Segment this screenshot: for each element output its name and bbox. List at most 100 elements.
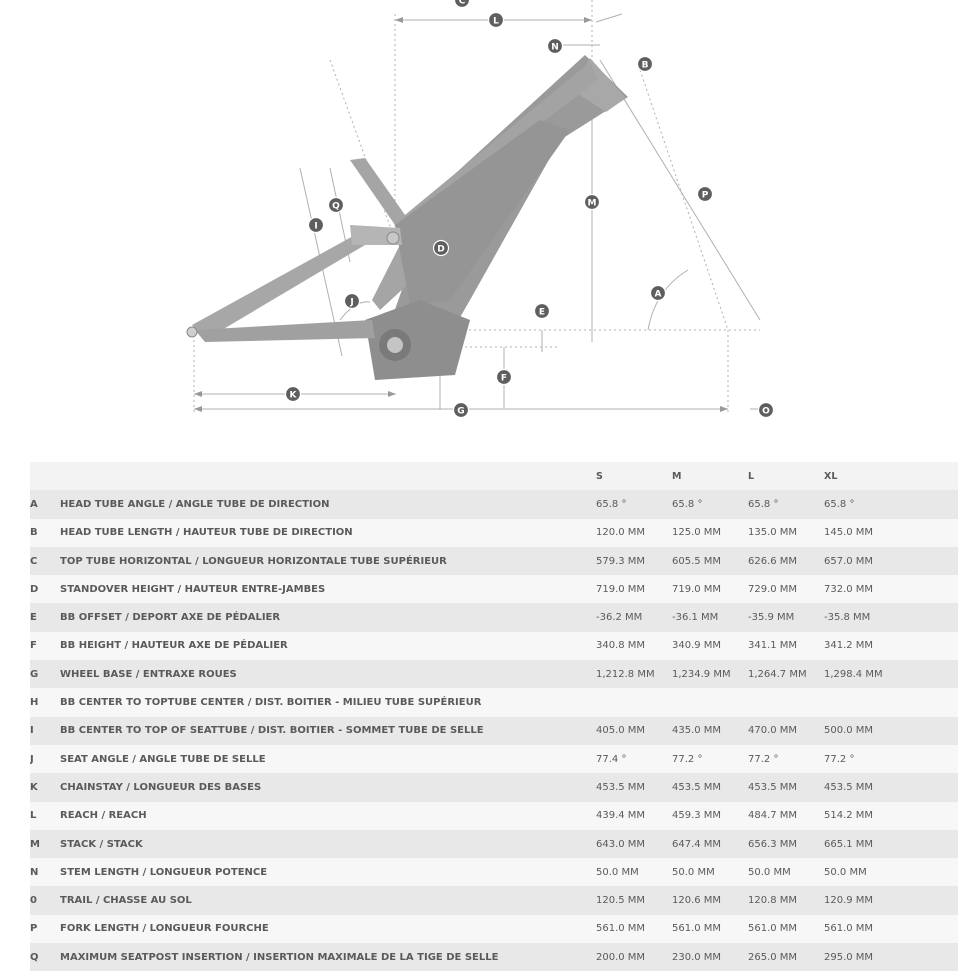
value-size-xl: 77.2 °	[824, 753, 855, 765]
value-size-xl: 145.0 MM	[824, 527, 874, 539]
value-size-l: 484.7 MM	[748, 810, 798, 822]
value-size-s: 561.0 MM	[596, 923, 646, 935]
label-letter: B	[642, 60, 649, 70]
value-size-xl: 514.2 MM	[824, 810, 874, 822]
row-description: BB OFFSET / DEPORT AXE DE PÉDALIER	[60, 612, 281, 624]
value-size-l: 561.0 MM	[748, 923, 798, 935]
label-circle	[696, 185, 714, 203]
dimension-label-c: C	[453, 0, 471, 9]
value-size-s: 719.0 MM	[596, 583, 646, 595]
value-size-l: 656.3 MM	[748, 838, 798, 850]
row-code: B	[30, 527, 38, 539]
chain-stay	[195, 320, 375, 342]
row-code: H	[30, 697, 39, 709]
label-letter: J	[349, 297, 353, 307]
dimension-label-l: L	[487, 11, 505, 29]
row-code: L	[30, 810, 37, 822]
value-size-s: 120.0 MM	[596, 527, 646, 539]
value-size-s: -36.2 MM	[596, 612, 643, 624]
value-size-m: 719.0 MM	[672, 583, 722, 595]
row-description: FORK LENGTH / LONGUEUR FOURCHE	[60, 923, 269, 935]
label-circle	[284, 385, 302, 403]
row-description: WHEEL BASE / ENTRAXE ROUES	[60, 668, 237, 680]
row-description: STANDOVER HEIGHT / HAUTEUR ENTRE-JAMBES	[60, 583, 326, 595]
value-size-s: 579.3 MM	[596, 555, 646, 567]
value-size-m: 340.9 MM	[672, 640, 722, 652]
value-size-xl: 665.1 MM	[824, 838, 874, 850]
row-description: HEAD TUBE ANGLE / ANGLE TUBE DE DIRECTIO…	[60, 498, 330, 510]
value-size-s: 405.0 MM	[596, 725, 646, 737]
value-size-m: 50.0 MM	[672, 866, 715, 878]
row-code: D	[30, 583, 39, 595]
label-letter: O	[762, 406, 770, 416]
bb-center	[387, 337, 403, 353]
dimension-label-m: M	[583, 193, 601, 211]
label-circle	[649, 284, 667, 302]
value-size-s: 50.0 MM	[596, 866, 639, 878]
label-letter: N	[551, 42, 559, 52]
label-circle	[583, 193, 601, 211]
value-size-l: 65.8 °	[748, 498, 779, 510]
value-size-l: -35.9 MM	[748, 612, 795, 624]
dimension-label-b: B	[636, 55, 654, 73]
value-size-m: 125.0 MM	[672, 527, 722, 539]
value-size-s: 439.4 MM	[596, 810, 646, 822]
label-circle	[636, 55, 654, 73]
rear-dropout	[186, 326, 198, 338]
label-circle	[533, 302, 551, 320]
row-description: STEM LENGTH / LONGUEUR POTENCE	[60, 866, 268, 878]
table-row: D STANDOVER HEIGHT / HAUTEUR ENTRE-JAMBES…	[30, 575, 958, 604]
value-size-m: 647.4 MM	[672, 838, 722, 850]
row-code: K	[30, 781, 38, 793]
value-size-xl: 657.0 MM	[824, 555, 874, 567]
label-circle	[307, 216, 325, 234]
stem-extension-line	[595, 13, 623, 23]
header-size-l: L	[748, 470, 755, 482]
label-circle	[452, 401, 470, 419]
value-size-xl: 341.2 MM	[824, 640, 874, 652]
value-size-xl	[824, 688, 958, 716]
fork-length-line	[599, 59, 761, 321]
value-size-s: 120.5 MM	[596, 895, 646, 907]
label-circle	[343, 292, 361, 310]
dimension-label-j: J	[343, 292, 361, 310]
row-description: MAXIMUM SEATPOST INSERTION / INSERTION M…	[60, 951, 499, 963]
dimension-label-k: K	[284, 385, 302, 403]
value-size-xl: 453.5 MM	[824, 781, 874, 793]
label-circle	[757, 401, 775, 419]
value-size-xl: 120.9 MM	[824, 895, 874, 907]
row-description: TOP TUBE HORIZONTAL / LONGUEUR HORIZONTA…	[60, 555, 447, 567]
label-circle	[546, 37, 564, 55]
label-circle	[327, 196, 345, 214]
row-code: J	[30, 753, 34, 765]
row-code: N	[30, 866, 39, 878]
header-code	[30, 462, 60, 490]
value-size-m: 453.5 MM	[672, 781, 722, 793]
label-circle	[487, 11, 505, 29]
value-size-l: 1,264.7 MM	[748, 668, 807, 680]
label-letter: P	[702, 190, 709, 200]
down-tube-body	[395, 120, 570, 305]
label-circle	[432, 239, 450, 257]
label-letter: I	[314, 221, 317, 231]
value-size-l: 341.1 MM	[748, 640, 798, 652]
value-size-m: -36.1 MM	[672, 612, 719, 624]
value-size-s: 1,212.8 MM	[596, 668, 655, 680]
row-code: F	[30, 640, 37, 652]
value-size-l: 135.0 MM	[748, 527, 798, 539]
row-code: G	[30, 668, 39, 680]
value-size-m: 435.0 MM	[672, 725, 722, 737]
